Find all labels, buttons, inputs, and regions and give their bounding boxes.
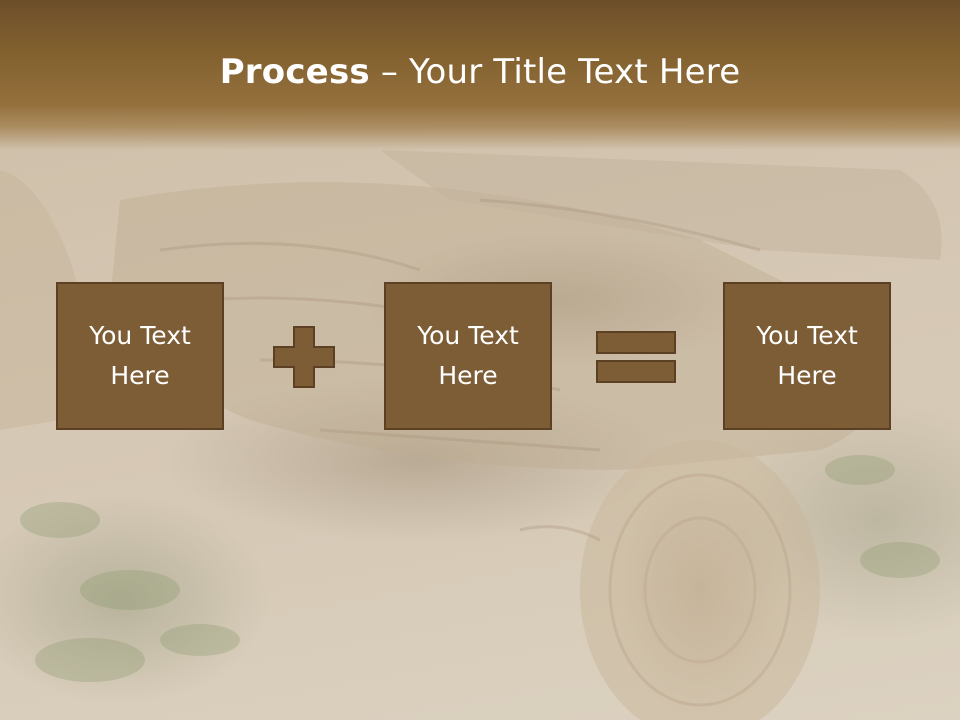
title-band — [0, 0, 960, 150]
equals-icon — [596, 331, 676, 385]
title-rest: – Your Title Text Here — [369, 52, 741, 92]
step-box-2[interactable]: You Text Here — [384, 282, 552, 430]
slide-title[interactable]: Process – Your Title Text Here — [0, 52, 960, 92]
step-text-1: You Text Here — [89, 321, 191, 390]
title-bold: Process — [219, 52, 370, 92]
step-text-3: You Text Here — [756, 321, 858, 390]
step-box-1[interactable]: You Text Here — [56, 282, 224, 430]
step-box-3[interactable]: You Text Here — [723, 282, 891, 430]
plus-icon — [272, 325, 336, 389]
step-text-2: You Text Here — [417, 321, 519, 390]
